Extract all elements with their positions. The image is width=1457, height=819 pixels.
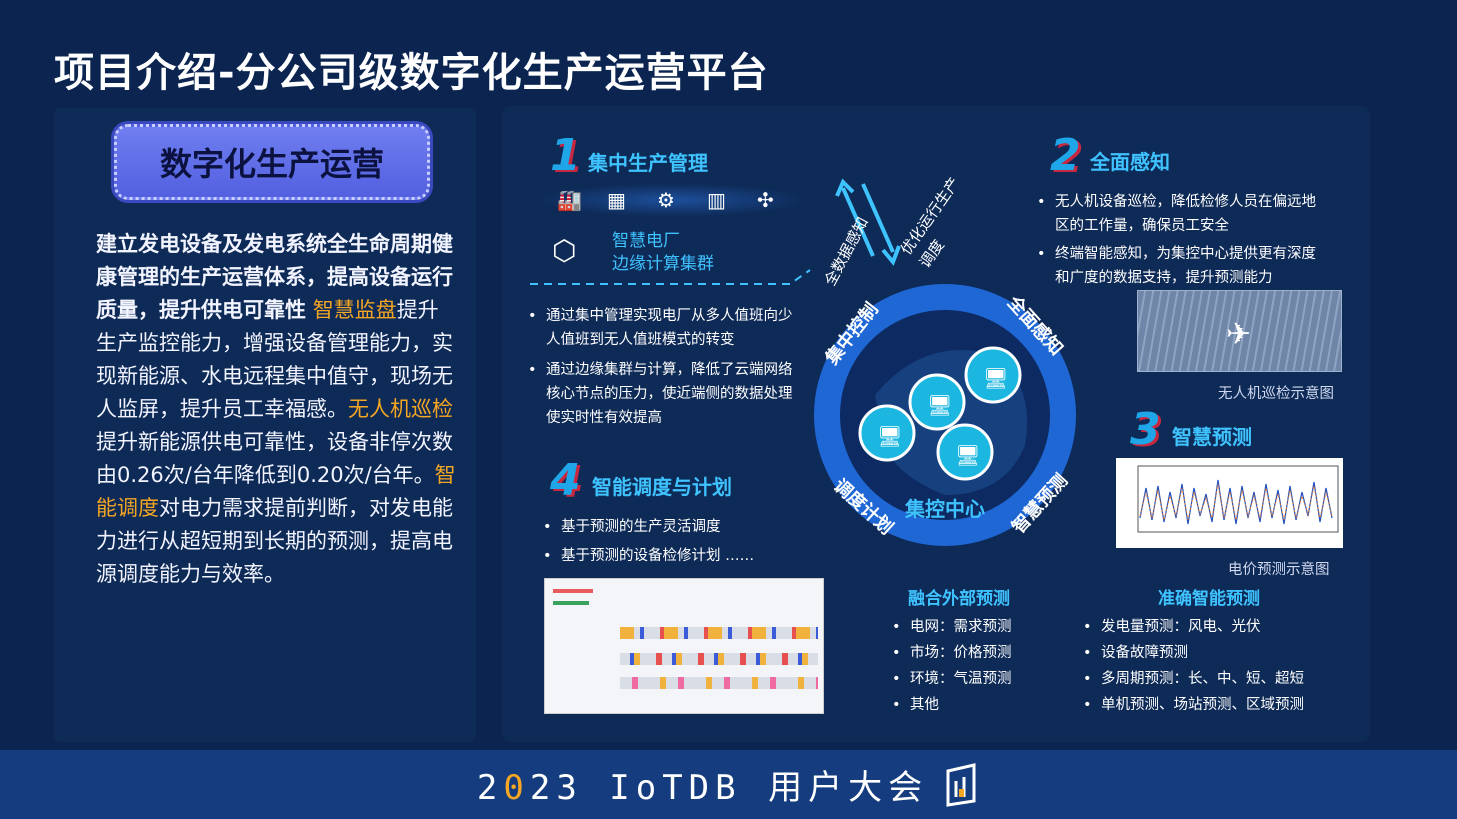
section-3-title: 智慧预测 <box>1172 425 1252 449</box>
section-4-bullets: 基于预测的生产灵活调度 基于预测的设备检修计划 …… <box>543 515 823 568</box>
factory-icon: 🏭 <box>557 188 582 212</box>
list-item: 基于预测的生产灵活调度 <box>543 515 823 539</box>
section-2-title: 全面感知 <box>1090 150 1170 174</box>
price-line-graphic <box>1137 465 1339 533</box>
section-4-title: 智能调度与计划 <box>592 475 732 499</box>
section-2-number: 2 <box>1050 130 1081 181</box>
fusion-list: 电网：需求预测 市场：价格预测 环境：气温预测 其他 <box>892 614 1062 718</box>
text-dispatch: 对电力需求提前判断，对发电能力进行从超短期到长期的预测，提高电源调度能力与效率。 <box>96 496 453 586</box>
edge-label-1: 智慧电厂 <box>612 231 680 251</box>
highlight-monitor: 智慧监盘 <box>312 298 397 322</box>
list-item: 多周期预测：长、中、短、超短 <box>1083 666 1353 692</box>
footer-bar: 2023 IoTDB 用户大会 <box>0 750 1457 819</box>
section-4-number: 4 <box>550 455 581 506</box>
wind-turbine-icon: ✣ <box>757 188 774 212</box>
server-cloud-icon: 🖥 <box>927 393 953 417</box>
text-monitor: 提升生产监控能力，增强设备管理能力，实现新能源、水电远程集中值守，现场无人监屏，… <box>96 298 453 421</box>
drone-inspection-image: ✈ <box>1137 290 1342 372</box>
iotdb-logo-icon <box>946 762 976 807</box>
list-item: 基于预测的设备检修计划 …… <box>543 544 823 568</box>
price-forecast-image <box>1116 458 1343 548</box>
list-item: 通过集中管理实现电厂从多人值班向少人值班到无人值班模式的转变 <box>528 304 798 352</box>
list-item: 发电量预测：风电、光伏 <box>1083 614 1353 640</box>
list-item: 无人机设备巡检，降低检修人员在偏远地区的工作量，确保员工安全 <box>1037 190 1327 238</box>
list-item: 单机预测、场站预测、区域预测 <box>1083 692 1353 718</box>
list-item: 环境：气温预测 <box>892 666 1062 692</box>
highlight-drone: 无人机巡检 <box>348 397 453 421</box>
cubes-icon: ⬡ <box>552 234 577 267</box>
section-1-bullets: 通过集中管理实现电厂从多人值班向少人值班到无人值班模式的转变 通过边缘集群与计算… <box>528 304 798 430</box>
price-caption: 电价预测示意图 <box>1228 562 1330 578</box>
solar-panel-icon: ▦ <box>607 188 626 212</box>
edge-cluster-label: 智慧电厂 边缘计算集群 <box>612 230 714 276</box>
list-item: 终端智能感知，为集控中心提供更有深度和广度的数据支持，提升预测能力 <box>1037 242 1327 290</box>
digital-ops-badge: 数字化生产运营 <box>114 124 430 200</box>
section-1-number: 1 <box>550 130 581 181</box>
control-center-label: 集控中心 <box>905 497 985 521</box>
double-arrow-icon <box>835 178 901 266</box>
power-plant-icon-row <box>538 183 808 217</box>
drone-icon: ✈ <box>1226 317 1252 352</box>
accurate-title: 准确智能预测 <box>1158 589 1260 609</box>
intro-bold: 建立发电设备及发电系统全生命周期健康管理的生产运营体系，提高设备运行质量，提升供… <box>96 232 453 322</box>
section-1-title: 集中生产管理 <box>588 151 708 175</box>
list-item: 市场：价格预测 <box>892 640 1062 666</box>
left-panel: 数字化生产运营 建立发电设备及发电系统全生命周期健康管理的生产运营体系，提高设备… <box>54 108 476 742</box>
fusion-title: 融合外部预测 <box>908 589 1010 609</box>
footer-text-post: 23 IoTDB 用户大会 <box>529 768 929 808</box>
dashed-link <box>530 269 811 285</box>
gear-icon: ⚙ <box>657 188 675 212</box>
server-cloud-icon: 🖥 <box>955 443 981 467</box>
badge-label: 数字化生产运营 <box>159 145 384 183</box>
dam-icon: ▥ <box>707 188 726 212</box>
schedule-screenshot <box>544 578 824 714</box>
list-item: 电网：需求预测 <box>892 614 1062 640</box>
list-item: 通过边缘集群与计算，降低了云端网络核心节点的压力，使近端侧的数据处理使实时性有效… <box>528 358 798 430</box>
edge-label-2: 边缘计算集群 <box>612 254 714 274</box>
drone-caption: 无人机巡检示意图 <box>1218 386 1334 402</box>
conference-title: 2023 IoTDB 用户大会 <box>477 760 928 809</box>
text-drone: 提升新能源供电可靠性，设备非停次数由0.26次/台年降低到0.20次/台年。 <box>96 430 453 487</box>
server-cloud-icon: 🖥 <box>983 366 1009 390</box>
section-2-bullets: 无人机设备巡检，降低检修人员在偏远地区的工作量，确保员工安全 终端智能感知，为集… <box>1037 190 1327 290</box>
server-cloud-icon: 🖥 <box>877 424 903 448</box>
accurate-list: 发电量预测：风电、光伏 设备故障预测 多周期预测：长、中、短、超短 单机预测、场… <box>1083 614 1353 718</box>
list-item: 其他 <box>892 692 1062 718</box>
footer-text-accent: 0 <box>503 768 530 808</box>
highlight-dispatch: 智能调度 <box>96 463 456 520</box>
section-3-number: 3 <box>1130 404 1161 455</box>
list-item: 设备故障预测 <box>1083 640 1353 666</box>
left-description: 建立发电设备及发电系统全生命周期健康管理的生产运营体系，提高设备运行质量，提升供… <box>96 228 456 591</box>
footer-text-pre: 2 <box>476 768 504 808</box>
page-title: 项目介绍-分公司级数字化生产运营平台 <box>54 50 769 96</box>
control-ring <box>814 284 1076 546</box>
